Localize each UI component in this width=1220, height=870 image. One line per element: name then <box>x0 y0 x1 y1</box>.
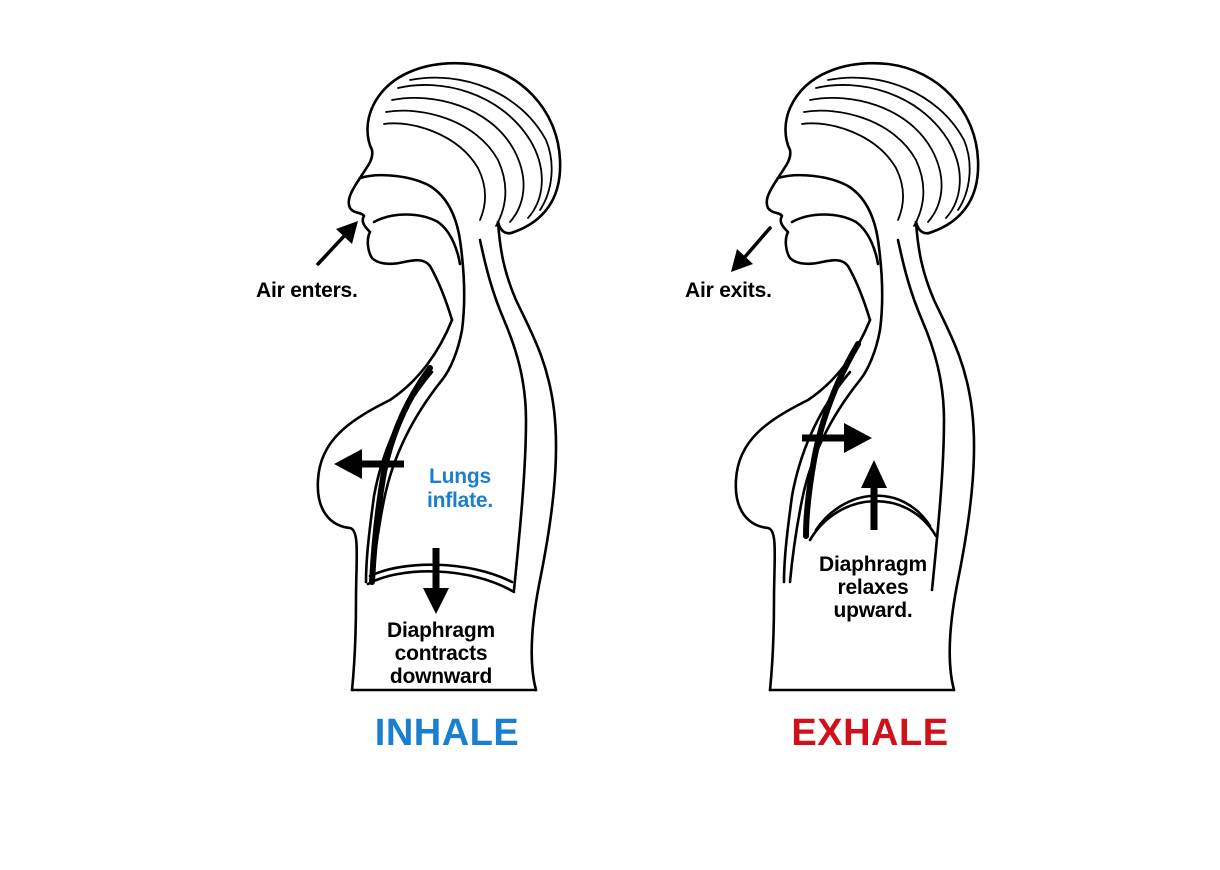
inhale-figure <box>316 61 562 692</box>
inhale-diaphragm-arrow <box>423 548 449 614</box>
exhale-title: EXHALE <box>791 712 948 754</box>
inhale-ribcage-line <box>369 365 433 585</box>
exhale-diaphragm-line-2: relaxes <box>837 576 908 599</box>
inhale-head <box>370 61 562 235</box>
inhale-air-label: Air enters. <box>256 279 358 302</box>
exhale-air-arrow <box>731 226 772 272</box>
exhale-ribcage-line <box>803 341 861 539</box>
exhale-chest-arrow <box>802 423 872 453</box>
inhale-lungs-line-1: Lungs <box>429 465 491 488</box>
exhale-diaphragm-line-1: Diaphragm <box>819 553 927 576</box>
exhale-diaphragm-arrow <box>861 460 887 530</box>
inhale-lungs-line-2: inflate. <box>427 489 493 512</box>
exhale-diaphragm-line-3: upward. <box>833 599 912 622</box>
exhale-diaphragm-label: Diaphragm relaxes upward. <box>819 553 927 622</box>
inhale-chest-arrow <box>334 449 404 479</box>
inhale-title: INHALE <box>375 712 519 754</box>
exhale-air-label: Air exits. <box>685 279 772 302</box>
inhale-diaphragm-label: Diaphragm contracts downward <box>387 619 495 688</box>
exhale-head <box>788 61 980 235</box>
inhale-diaphragm-line-3: downward <box>390 665 492 688</box>
inhale-lungs-label: Lungs inflate. <box>427 465 493 512</box>
inhale-diaphragm-inner <box>368 563 514 584</box>
inhale-diaphragm-line-1: Diaphragm <box>387 619 495 642</box>
inhale-diaphragm-line-2: contracts <box>395 642 488 665</box>
inhale-air-arrow <box>316 221 358 266</box>
